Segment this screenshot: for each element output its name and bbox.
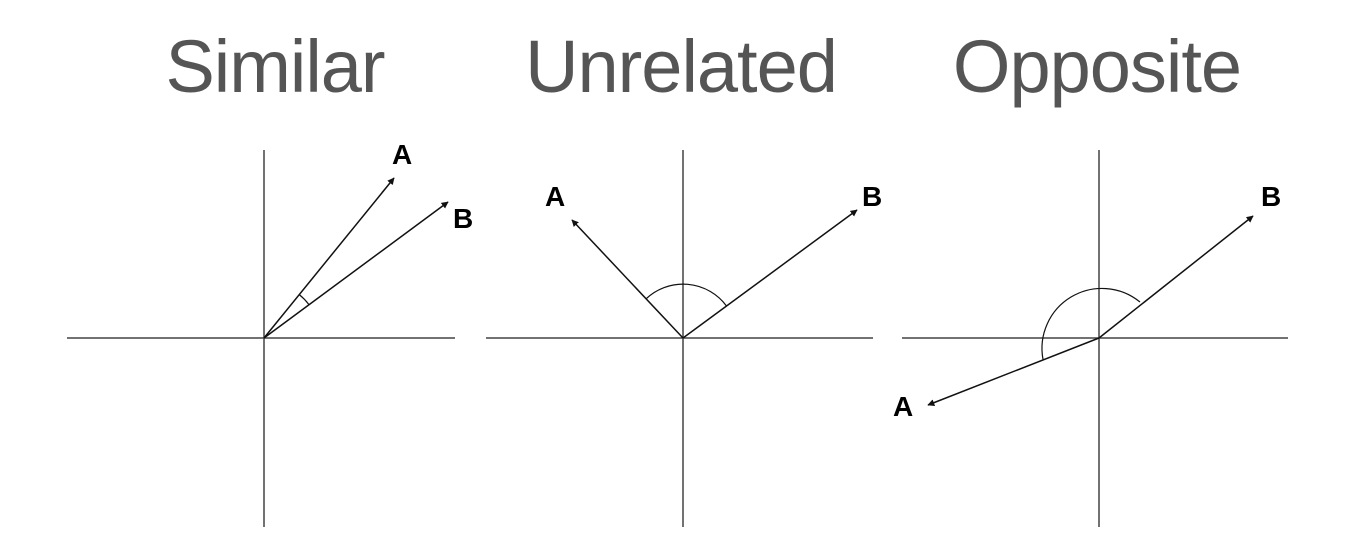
vector-b-opposite [1098, 215, 1254, 339]
panel-unrelated: A B [486, 150, 882, 527]
panel-title-similar: Similar [165, 25, 385, 108]
panel-similar: A B [67, 139, 473, 527]
vector-a-label-opposite: A [893, 391, 913, 422]
angle-arc-opposite [1041, 287, 1141, 361]
panel-title-unrelated: Unrelated [525, 25, 838, 108]
vector-b-unrelated [682, 209, 858, 339]
vector-b-label-opposite: B [1261, 181, 1281, 212]
angle-arc-similar [298, 294, 310, 306]
vector-b-label-similar: B [453, 203, 473, 234]
vector-a-label-unrelated: A [545, 181, 565, 212]
panel-opposite: A B [893, 150, 1288, 527]
angle-arc-unrelated [645, 283, 727, 307]
vector-b-similar [263, 201, 449, 339]
vector-b-label-unrelated: B [862, 181, 882, 212]
vector-a-similar [263, 177, 395, 339]
panel-title-opposite: Opposite [952, 25, 1242, 108]
vector-a-opposite [927, 337, 1100, 406]
vector-a-label-similar: A [392, 139, 412, 170]
vector-a-unrelated [571, 219, 684, 339]
